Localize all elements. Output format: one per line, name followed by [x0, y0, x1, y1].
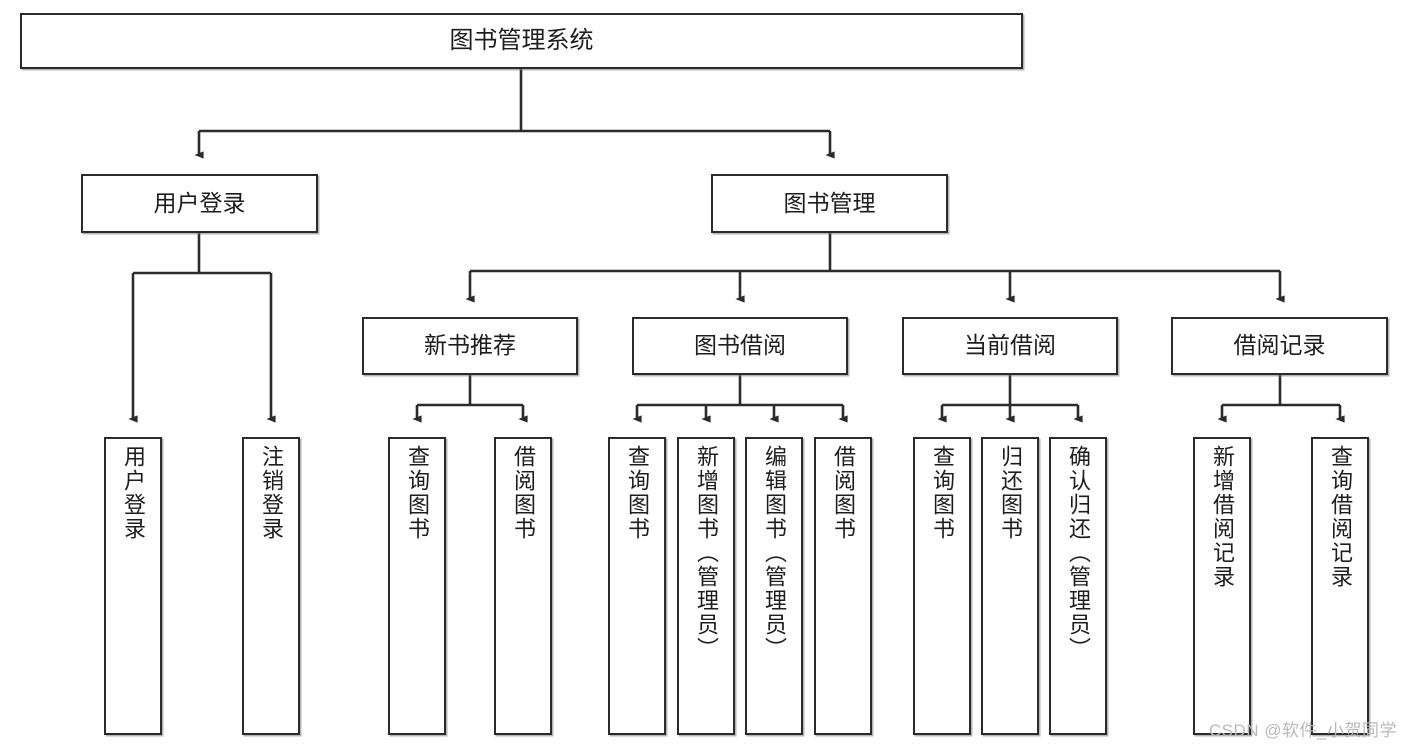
node-leaf-borrow-book-2-label: 借阅图书: [831, 445, 856, 541]
node-new-book-rec-label: 新书推荐: [424, 332, 516, 359]
node-book-manage[interactable]: 图书管理: [711, 174, 948, 233]
node-leaf-query-book-2[interactable]: 查询图书: [608, 437, 666, 735]
node-book-manage-label: 图书管理: [783, 189, 876, 216]
node-borrow-record[interactable]: 借阅记录: [1171, 317, 1388, 375]
node-leaf-add-book-label: 新增图书（管理员）: [694, 445, 719, 661]
node-leaf-add-record-label: 新增借阅记录: [1210, 445, 1235, 589]
node-current-borrow-label: 当前借阅: [964, 332, 1056, 359]
node-leaf-borrow-book-1-label: 借阅图书: [511, 445, 536, 541]
node-leaf-return-book-label: 归还图书: [998, 445, 1023, 541]
node-leaf-add-record[interactable]: 新增借阅记录: [1193, 437, 1251, 735]
node-leaf-user-login-label: 用户登录: [121, 445, 146, 541]
watermark: CSDN @软件_小贺同学: [1208, 721, 1397, 740]
node-leaf-add-book[interactable]: 新增图书（管理员）: [677, 437, 735, 735]
node-leaf-query-record[interactable]: 查询借阅记录: [1311, 437, 1369, 735]
node-leaf-edit-book[interactable]: 编辑图书（管理员）: [745, 437, 803, 735]
node-leaf-user-logout-label: 注销登录: [259, 445, 284, 541]
node-leaf-edit-book-label: 编辑图书（管理员）: [762, 445, 787, 661]
node-leaf-return-book[interactable]: 归还图书: [981, 437, 1039, 735]
node-leaf-query-record-label: 查询借阅记录: [1328, 445, 1353, 589]
node-leaf-query-book-2-label: 查询图书: [625, 445, 650, 541]
node-leaf-borrow-book-1[interactable]: 借阅图书: [494, 437, 552, 735]
node-leaf-query-book-1[interactable]: 查询图书: [388, 437, 446, 735]
node-leaf-user-login[interactable]: 用户登录: [104, 437, 162, 735]
node-user-login[interactable]: 用户登录: [81, 174, 318, 233]
node-leaf-confirm-return-label: 确认归还（管理员）: [1066, 445, 1091, 661]
node-leaf-query-book-3[interactable]: 查询图书: [913, 437, 971, 735]
node-leaf-query-book-1-label: 查询图书: [405, 445, 430, 541]
node-book-borrow[interactable]: 图书借阅: [632, 317, 848, 375]
node-root[interactable]: 图书管理系统: [20, 13, 1023, 69]
node-leaf-borrow-book-2[interactable]: 借阅图书: [814, 437, 872, 735]
node-borrow-record-label: 借阅记录: [1233, 332, 1326, 359]
node-book-borrow-label: 图书借阅: [694, 332, 786, 359]
node-leaf-confirm-return[interactable]: 确认归还（管理员）: [1049, 437, 1107, 735]
node-new-book-rec[interactable]: 新书推荐: [362, 317, 578, 375]
node-user-login-label: 用户登录: [153, 189, 246, 216]
node-current-borrow[interactable]: 当前借阅: [902, 317, 1118, 375]
node-leaf-user-logout[interactable]: 注销登录: [242, 437, 300, 735]
node-root-label: 图书管理系统: [449, 26, 594, 54]
node-leaf-query-book-3-label: 查询图书: [930, 445, 955, 541]
